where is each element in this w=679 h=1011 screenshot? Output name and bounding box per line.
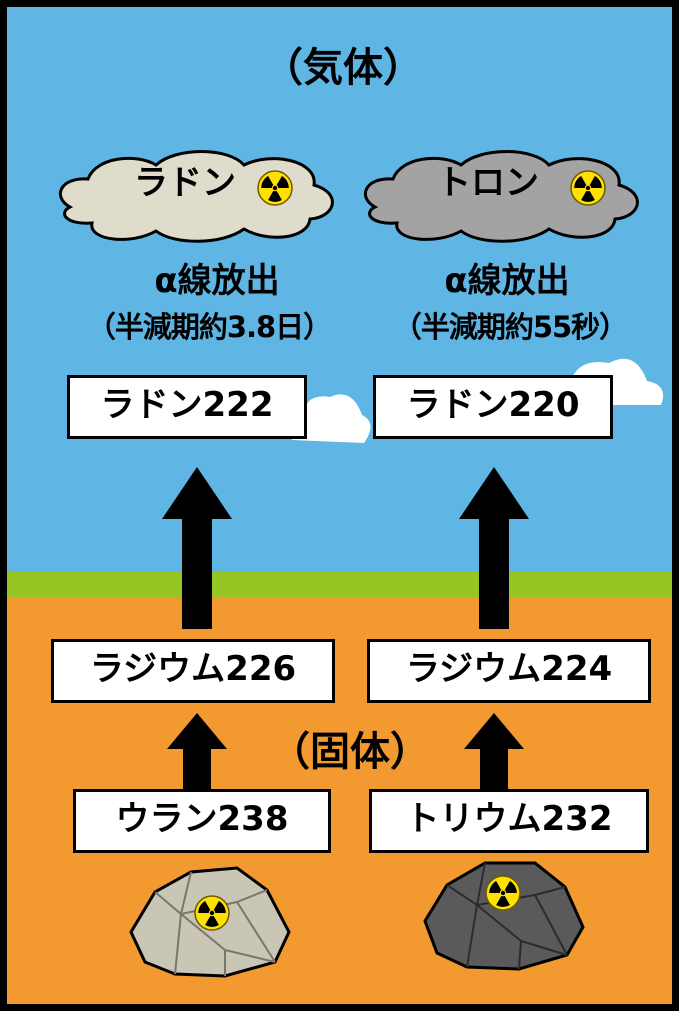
radium-224-box: ラジウム224 [367,639,651,703]
radiation-icon [570,170,606,206]
radiation-icon [485,875,521,911]
radon-222-box: ラドン222 [67,375,307,439]
radon-cloud-label: ラドン [134,163,236,203]
uranium-238-box: ウラン238 [73,789,331,853]
thoron-cloud-label: トロン [437,163,539,203]
arrow-up-icon [162,467,232,629]
thorium-rock [423,861,585,971]
arrow-up-icon [167,713,227,791]
thoron-decay-type: α線放出 [444,261,570,301]
gas-state-label: （気体） [263,45,423,91]
radium-226-box: ラジウム226 [51,639,335,703]
radon-decay-type: α線放出 [154,261,280,301]
radiation-icon [194,895,230,931]
radiation-icon [257,170,293,206]
sky-background [7,7,672,572]
arrow-up-icon [464,713,524,791]
thoron-half-life: （半減期約55秒） [392,310,628,344]
radon-half-life: （半減期約3.8日） [86,310,332,344]
thorium-232-box: トリウム232 [369,789,649,853]
arrow-up-icon [459,467,529,629]
grass-strip [7,572,672,598]
radon-220-box: ラドン220 [373,375,613,439]
thoron-cloud [363,150,639,243]
background-cloud [288,394,371,443]
solid-state-label: （固体） [270,729,430,775]
